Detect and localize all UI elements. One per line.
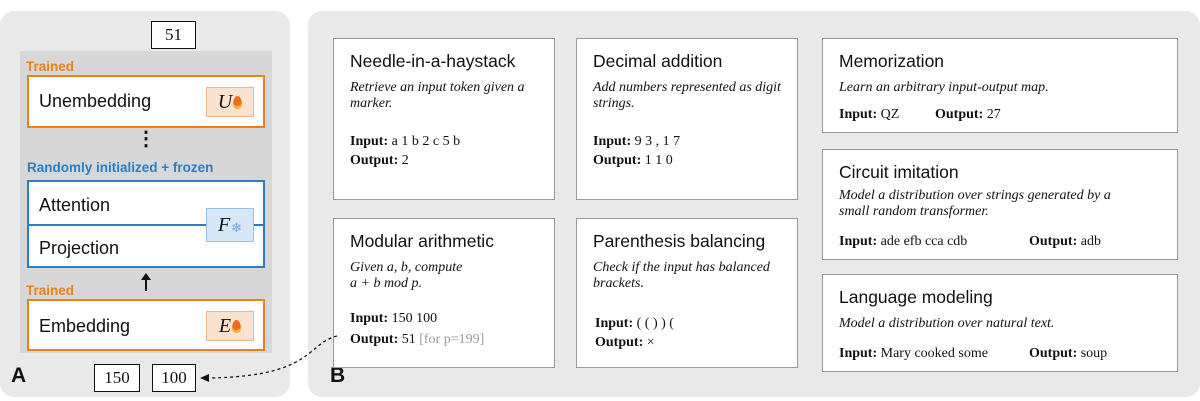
task-input: Input: a 1 b 2 c 5 b: [350, 134, 460, 150]
attention-label: Attention: [39, 195, 111, 215]
output-label: Output:: [1029, 346, 1078, 361]
flame-icon: [232, 320, 242, 333]
embedding-layer: Embedding E: [27, 299, 265, 351]
dashed-connector-arrow: [200, 335, 338, 382]
frozen-block: Attention Projection F❄: [27, 180, 265, 268]
input-value: ( ( ) ) (: [636, 316, 674, 331]
task-card-decimal: Decimal addition Add numbers represented…: [576, 38, 798, 200]
task-description-line-2: a + b mod p.: [350, 276, 423, 291]
task-card-memorization: Memorization Learn an arbitrary input-ou…: [822, 38, 1178, 133]
unembedding-layer: Unembedding U: [27, 75, 265, 128]
unembedding-param: U: [217, 91, 233, 113]
task-output: Output: adb: [1029, 234, 1101, 250]
output-value: soup: [1080, 346, 1108, 361]
input-label: Input:: [595, 316, 634, 331]
embedding-label: Embedding: [39, 316, 131, 336]
input-label: Input:: [350, 134, 389, 149]
unembedding-param-badge: U: [206, 87, 254, 117]
task-input: Input: ( ( ) ) (: [595, 316, 674, 332]
output-value: 2: [401, 153, 409, 168]
task-output: Output: 51 [for p=199]: [350, 332, 484, 348]
output-value: adb: [1080, 234, 1101, 249]
output-label: Output:: [350, 153, 399, 168]
output-value-box: 51: [151, 21, 196, 49]
output-label: Output:: [350, 332, 399, 347]
task-description: Add numbers represented as digit strings…: [593, 80, 781, 111]
input-value: a 1 b 2 c 5 b: [391, 134, 461, 149]
output-value: 1 1 0: [644, 153, 673, 168]
task-input: Input: ade efb cca cdb: [839, 234, 967, 250]
input-value: ade efb cca cdb: [880, 234, 968, 249]
panel-b-letter: B: [330, 364, 346, 387]
input-value: 9 3 , 1 7: [634, 134, 681, 149]
embedding-param-badge: E: [206, 311, 254, 341]
trained-label-bottom: Trained: [26, 283, 75, 298]
input-value-box-2: 100: [152, 364, 196, 392]
task-description: Model a distribution over strings genera…: [839, 188, 1111, 219]
task-title: Language modeling: [839, 287, 993, 307]
task-title: Circuit imitation: [839, 162, 959, 182]
task-output: Output: 2: [350, 153, 409, 169]
snowflake-icon: ❄: [231, 220, 243, 235]
task-title: Memorization: [839, 51, 945, 71]
task-card-needle: Needle-in-a-haystack Retrieve an input t…: [333, 38, 555, 200]
task-description: Model a distribution over natural text.: [839, 316, 1055, 331]
task-title: Modular arithmetic: [350, 231, 494, 251]
task-output: Output: ×: [595, 335, 655, 351]
input-value: 150 100: [391, 311, 438, 326]
output-label: Output:: [935, 107, 984, 122]
task-output: Output: 27: [935, 107, 1001, 123]
task-input: Input: 150 100: [350, 311, 437, 327]
input-value-box-1: 150: [94, 364, 140, 392]
task-input: Input: 9 3 , 1 7: [593, 134, 680, 150]
flame-icon: [233, 96, 243, 109]
output-value: 51: [401, 332, 416, 347]
task-title: Decimal addition: [593, 51, 723, 71]
input-label: Input:: [839, 346, 878, 361]
unembedding-label: Unembedding: [39, 91, 152, 111]
panel-a-letter: A: [11, 364, 27, 387]
task-description-line-1: Given a, b, compute: [350, 260, 463, 275]
task-description: Retrieve an input token given a marker.: [350, 80, 525, 111]
task-title: Needle-in-a-haystack: [350, 51, 516, 71]
output-label: Output:: [1029, 234, 1078, 249]
input-value: QZ: [880, 107, 900, 122]
task-output: Output: soup: [1029, 346, 1107, 362]
layers-ellipsis: ⋮: [136, 128, 156, 150]
output-value: 27: [986, 107, 1001, 122]
input-label: Input:: [593, 134, 632, 149]
projection-label: Projection: [39, 238, 120, 258]
frozen-label: Randomly initialized + frozen: [27, 160, 214, 175]
task-description: Learn an arbitrary input-output map.: [839, 80, 1049, 95]
task-input: Input: QZ: [839, 107, 899, 123]
task-description: Check if the input has balanced brackets…: [593, 260, 770, 291]
task-card-parenthesis: Parenthesis balancing Check if the input…: [576, 218, 798, 368]
up-arrow-icon: [141, 273, 151, 291]
input-label: Input:: [839, 234, 878, 249]
frozen-param-badge: F❄: [206, 208, 254, 242]
trained-label-top: Trained: [26, 59, 75, 74]
output-note: [for p=199]: [419, 332, 485, 347]
output-label: Output:: [595, 335, 644, 350]
output-label: Output:: [593, 153, 642, 168]
task-card-circuit: Circuit imitation Model a distribution o…: [822, 149, 1178, 260]
input-value: Mary cooked some: [880, 346, 988, 361]
input-label: Input:: [350, 311, 389, 326]
task-card-modular: Modular arithmetic Given a, b, compute a…: [333, 218, 555, 368]
embedding-param: E: [218, 315, 232, 337]
frozen-param: F: [217, 214, 231, 236]
task-output: Output: 1 1 0: [593, 153, 673, 169]
task-card-language: Language modeling Model a distribution o…: [822, 274, 1178, 372]
output-value: ×: [646, 335, 655, 350]
frozen-divider: [29, 224, 263, 226]
task-input: Input: Mary cooked some: [839, 346, 988, 362]
input-label: Input:: [839, 107, 878, 122]
task-title: Parenthesis balancing: [593, 231, 766, 251]
